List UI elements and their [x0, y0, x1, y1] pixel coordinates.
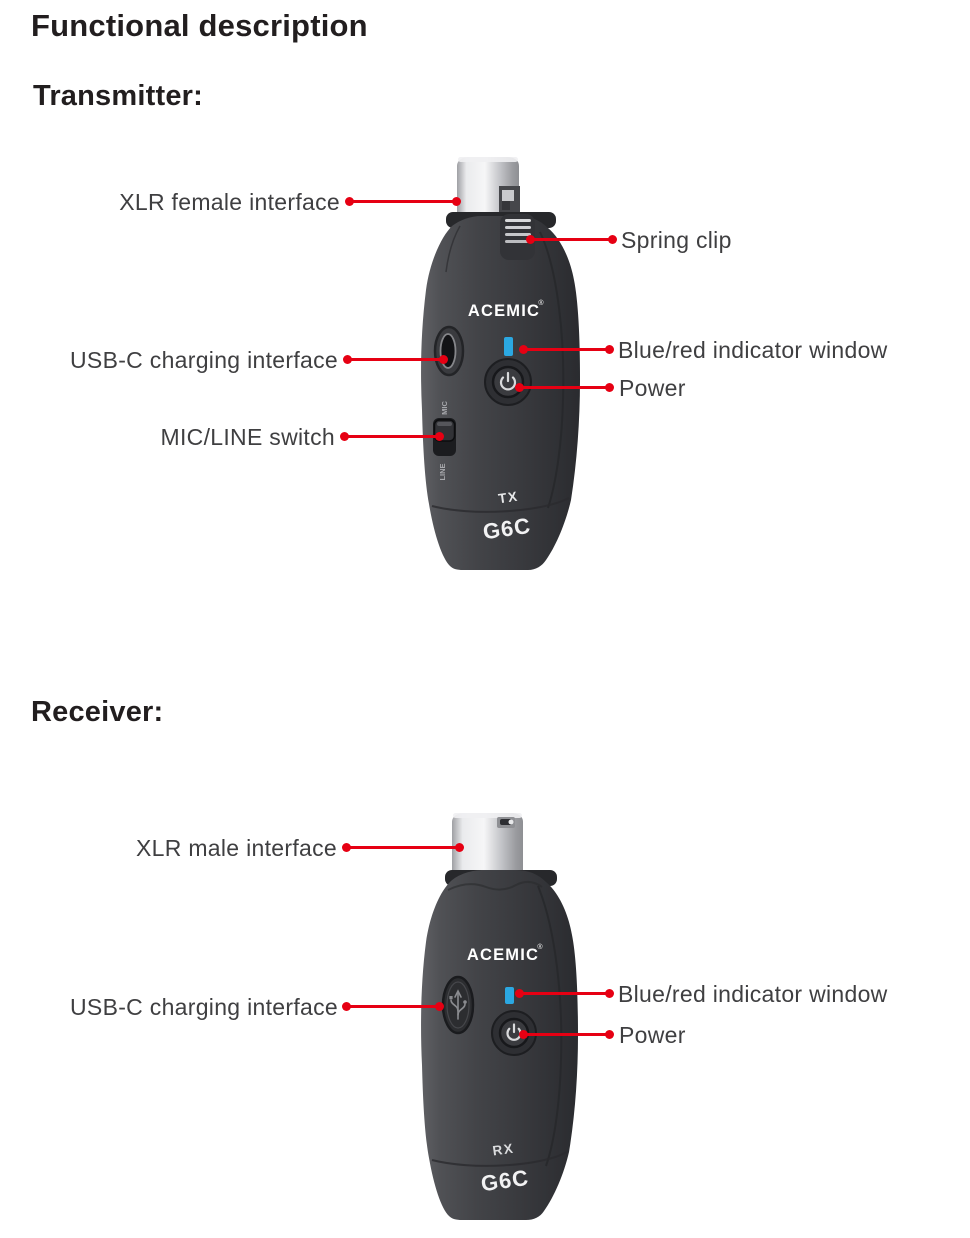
- body-seam: [539, 231, 565, 509]
- callout-indicator-window-rx: Blue/red indicator window: [618, 981, 888, 1007]
- callout-line-power-rx: [519, 1030, 614, 1039]
- role-text: RX: [492, 1141, 516, 1159]
- indicator-led: [504, 337, 513, 356]
- switch-mic-label: MIC: [440, 401, 449, 415]
- brand-text: ACEMIC: [468, 302, 540, 320]
- callout-xlr-male-interface: XLR male interface: [136, 835, 337, 861]
- foot-seam: [431, 1151, 568, 1167]
- receiver-illustration: ACEMIC ® RX: [421, 813, 578, 1220]
- callout-indicator-window-tx: Blue/red indicator window: [618, 337, 888, 363]
- brand-registered-mark: ®: [537, 943, 543, 951]
- callout-usb-charging-rx: USB-C charging interface: [70, 994, 338, 1020]
- callout-line-usb-tx: [343, 355, 448, 364]
- power-button: [491, 1010, 537, 1056]
- mic-line-switch: MIC LINE: [433, 401, 456, 481]
- role-text: TX: [497, 489, 519, 507]
- transmitter-illustration: ACEMIC ® MIC LINE TX G6C: [421, 157, 580, 570]
- callout-power-rx: Power: [619, 1022, 686, 1048]
- spring-clip: [500, 214, 535, 260]
- callout-line-spring-clip: [526, 235, 617, 244]
- xlr-female-connector: [457, 157, 520, 218]
- receiver-heading: Receiver:: [31, 696, 164, 728]
- usb-icon: [449, 989, 467, 1020]
- callout-spring-clip: Spring clip: [621, 227, 732, 253]
- xlr-male-connector: [452, 813, 523, 876]
- body-seam: [537, 885, 563, 1167]
- power-icon: [499, 371, 517, 391]
- usb-port-cover: [441, 975, 475, 1035]
- callout-line-mic-line: [340, 432, 444, 441]
- callout-line-xlr-female: [345, 197, 461, 206]
- callout-xlr-female-interface: XLR female interface: [119, 189, 340, 215]
- power-button: [484, 358, 532, 406]
- brand-registered-mark: ®: [538, 299, 544, 307]
- page-title: Functional description: [31, 8, 368, 43]
- foot-seam: [431, 497, 570, 513]
- callout-line-xlr-male: [342, 843, 464, 852]
- usb-c-port: [433, 325, 465, 377]
- callout-line-indicator-tx: [519, 345, 614, 354]
- callout-line-power-tx: [515, 383, 614, 392]
- callout-line-usb-rx: [342, 1002, 444, 1011]
- transmitter-heading: Transmitter:: [33, 80, 203, 112]
- shoulder-seam: [445, 225, 461, 273]
- callout-power-tx: Power: [619, 375, 686, 401]
- callout-mic-line-switch: MIC/LINE switch: [160, 424, 335, 450]
- switch-line-label: LINE: [438, 463, 447, 480]
- indicator-led: [505, 987, 514, 1004]
- shoulder-seam: [447, 881, 543, 891]
- callout-usb-charging-tx: USB-C charging interface: [70, 347, 338, 373]
- callout-line-indicator-rx: [515, 989, 614, 998]
- brand-text: ACEMIC: [467, 946, 539, 964]
